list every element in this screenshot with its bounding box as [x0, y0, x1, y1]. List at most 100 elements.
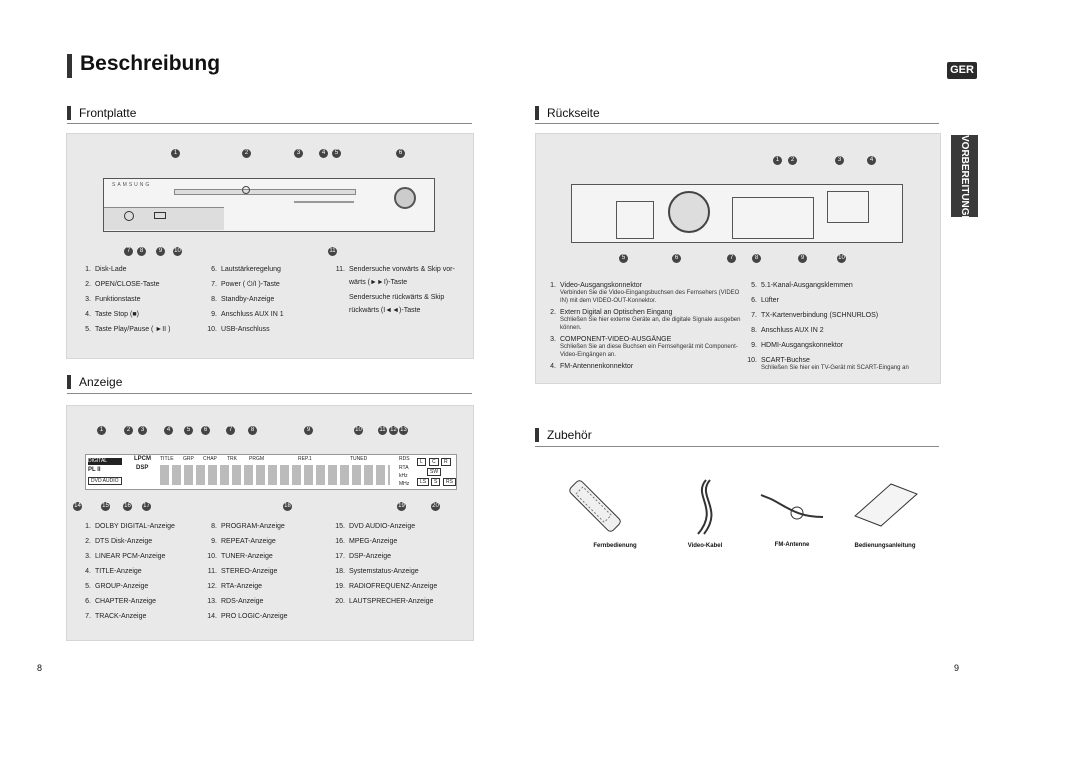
anzeige-list-col1: 1.DOLBY DIGITAL-Anzeige 2.DTS Disk-Anzei… [77, 523, 175, 628]
anzeige-title: Anzeige [79, 375, 123, 389]
fan-grille [668, 191, 710, 233]
rear-panel-device [571, 184, 903, 243]
frontplatte-panel: 1 2 3 4 5 6 SAMSUNG 7 8 9 10 11 1.Disk-L… [66, 133, 474, 359]
list-item: 5.5.1-Kanal-Ausgangsklemmen [751, 282, 853, 289]
mhz-indicator: MHz [399, 481, 410, 487]
speaker-ls-indicator: LS [417, 478, 430, 486]
list-item: 8.PROGRAM-Anzeige [211, 523, 285, 530]
list-item: 15.DVD AUDIO-Anzeige [335, 523, 416, 530]
list-item: 9.Anschluss AUX IN 1 [211, 311, 284, 318]
power-button [242, 186, 250, 194]
list-item: 3.Funktionstaste [85, 296, 141, 303]
list-item: 17.DSP-Anzeige [335, 553, 392, 560]
list-item: 10.USB-Anschluss [207, 326, 270, 333]
usb-port [154, 212, 166, 219]
list-item: 7.Power ( ⏻/I )-Taste [211, 281, 280, 288]
list-item: 20.LAUTSPRECHER-Anzeige [335, 598, 434, 605]
chapter-indicator: CHAP [203, 456, 217, 462]
button-row [294, 201, 354, 203]
list-item: 4.TITLE-Anzeige [85, 568, 142, 575]
lpcm-indicator: LPCM [134, 456, 151, 462]
list-item: 6.Lüfter [751, 297, 779, 304]
list-item: 11.Sendersuche vorwärts & Skip vor- [335, 266, 455, 273]
frontplatte-list-col3: 11.Sendersuche vorwärts & Skip vor- wärt… [331, 266, 455, 320]
title-accent-bar [67, 54, 72, 78]
rta-indicator: RTA [399, 465, 409, 471]
list-item: 10.SCART-Buchse Schließen Sie hier ein T… [747, 357, 909, 371]
repeat-indicator: REP.1 [298, 456, 312, 462]
list-item: 9.REPEAT-Anzeige [211, 538, 276, 545]
frontplatte-list-col2: 6.Lautstärkeregelung 7.Power ( ⏻/I )-Tas… [203, 266, 284, 341]
list-item: 8.Standby-Anzeige [211, 296, 275, 303]
list-item: 1.Disk-Lade [85, 266, 127, 273]
list-item: 7.TX-Kartenverbindung (SCHNURLOS) [751, 312, 879, 319]
title-indicator: TITLE [160, 456, 174, 462]
group-indicator: GRP [183, 456, 194, 462]
list-item: 5.Taste Play/Pause ( ►II ) [85, 326, 171, 333]
accessory-label: Fernbedienung [593, 543, 637, 549]
section-side-tab: VORBEREITUNGEN [951, 135, 978, 229]
zubehoer-rule [535, 446, 939, 447]
fm-antenna-image [760, 494, 824, 520]
segment-digits [160, 465, 390, 485]
anzeige-panel: 1 2 3 4 5 6 7 8 9 10 11 12 13 DIGITAL PL… [66, 405, 474, 641]
list-item: 2.OPEN/CLOSE-Taste [85, 281, 160, 288]
volume-knob [394, 187, 416, 209]
accessory-label: Bedienungsanleitung [854, 543, 916, 549]
list-item: 9.HDMI-Ausgangskonnektor [751, 342, 844, 349]
lcd-display: DIGITAL PL II DVD AUDIO LPCM DSP TITLE G… [85, 454, 457, 490]
brand-logo: SAMSUNG [112, 182, 152, 188]
list-item: 19.RADIOFREQUENZ-Anzeige [335, 583, 438, 590]
list-item: 12.RTA-Anzeige [207, 583, 262, 590]
zubehoer-accent-bar [535, 428, 539, 442]
list-item: 18.Systemstatus-Anzeige [335, 568, 419, 575]
rds-indicator: RDS [399, 456, 410, 462]
frontplatte-list-col1: 1.Disk-Lade 2.OPEN/CLOSE-Taste 3.Funktio… [77, 266, 170, 341]
list-item: 1.Video-Ausgangskonnektor Verbinden Sie … [550, 282, 740, 304]
language-badge: GER [947, 62, 977, 79]
list-item: 7.TRACK-Anzeige [85, 613, 147, 620]
list-item: 13.RDS-Anzeige [207, 598, 264, 605]
dolby-digital-indicator: DIGITAL [88, 458, 122, 465]
list-item: 16.MPEG-Anzeige [335, 538, 398, 545]
remote-control-image [569, 480, 621, 532]
list-item: rückwärts (I◄◄)-Taste [349, 307, 421, 314]
connector-block [732, 197, 814, 239]
speaker-sw-indicator: SW [427, 468, 442, 476]
list-item: 6.CHAPTER-Anzeige [85, 598, 157, 605]
list-item: 10.TUNER-Anzeige [207, 553, 273, 560]
list-item: 14.PRO LOGIC-Anzeige [207, 613, 288, 620]
manual-image [854, 483, 918, 527]
rueckseite-rule [535, 123, 939, 124]
frontplatte-title: Frontplatte [79, 106, 137, 120]
rueckseite-list-col2: 5.5.1-Kanal-Ausgangsklemmen 6.Lüfter 7.T… [743, 282, 937, 372]
zubehoer-title: Zubehör [547, 428, 592, 442]
list-item: Sendersuche rückwärts & Skip [349, 294, 445, 301]
list-item: 2.Extern Digital an Optischen Eingang Sc… [550, 309, 741, 331]
anzeige-list-col2: 8.PROGRAM-Anzeige 9.REPEAT-Anzeige 10.TU… [203, 523, 288, 628]
pro-logic-indicator: PL II [88, 467, 101, 473]
rueckseite-title: Rückseite [547, 106, 600, 120]
dsp-indicator: DSP [136, 465, 149, 471]
list-item: 5.GROUP-Anzeige [85, 583, 149, 590]
frontplatte-accent-bar [67, 106, 71, 120]
list-item: 4.FM-Antennenkonnektor [550, 363, 634, 370]
page-number-left: 8 [37, 663, 43, 673]
accessory-label: Video-Kabel [687, 543, 723, 549]
speaker-terminals [616, 201, 654, 239]
list-item: 8.Anschluss AUX IN 2 [751, 327, 824, 334]
speaker-rs-indicator: RS [443, 478, 456, 486]
video-cable-image [697, 479, 713, 535]
speaker-l-indicator: L [417, 458, 426, 466]
anzeige-rule [67, 393, 472, 394]
list-item: 1.DOLBY DIGITAL-Anzeige [85, 523, 175, 530]
rueckseite-list-col1: 1.Video-Ausgangskonnektor Verbinden Sie … [542, 282, 742, 370]
anzeige-accent-bar [67, 375, 71, 389]
accessory-label: FM-Antenne [774, 542, 810, 548]
page-number-right: 9 [954, 663, 960, 673]
disc-tray [174, 189, 356, 195]
khz-indicator: kHz [399, 473, 408, 479]
rueckseite-panel: 1 2 3 4 5 6 7 8 9 10 1.Video-Ausgangskon… [535, 133, 941, 384]
track-indicator: TRK [227, 456, 237, 462]
tuned-indicator: TUNED [350, 456, 368, 462]
